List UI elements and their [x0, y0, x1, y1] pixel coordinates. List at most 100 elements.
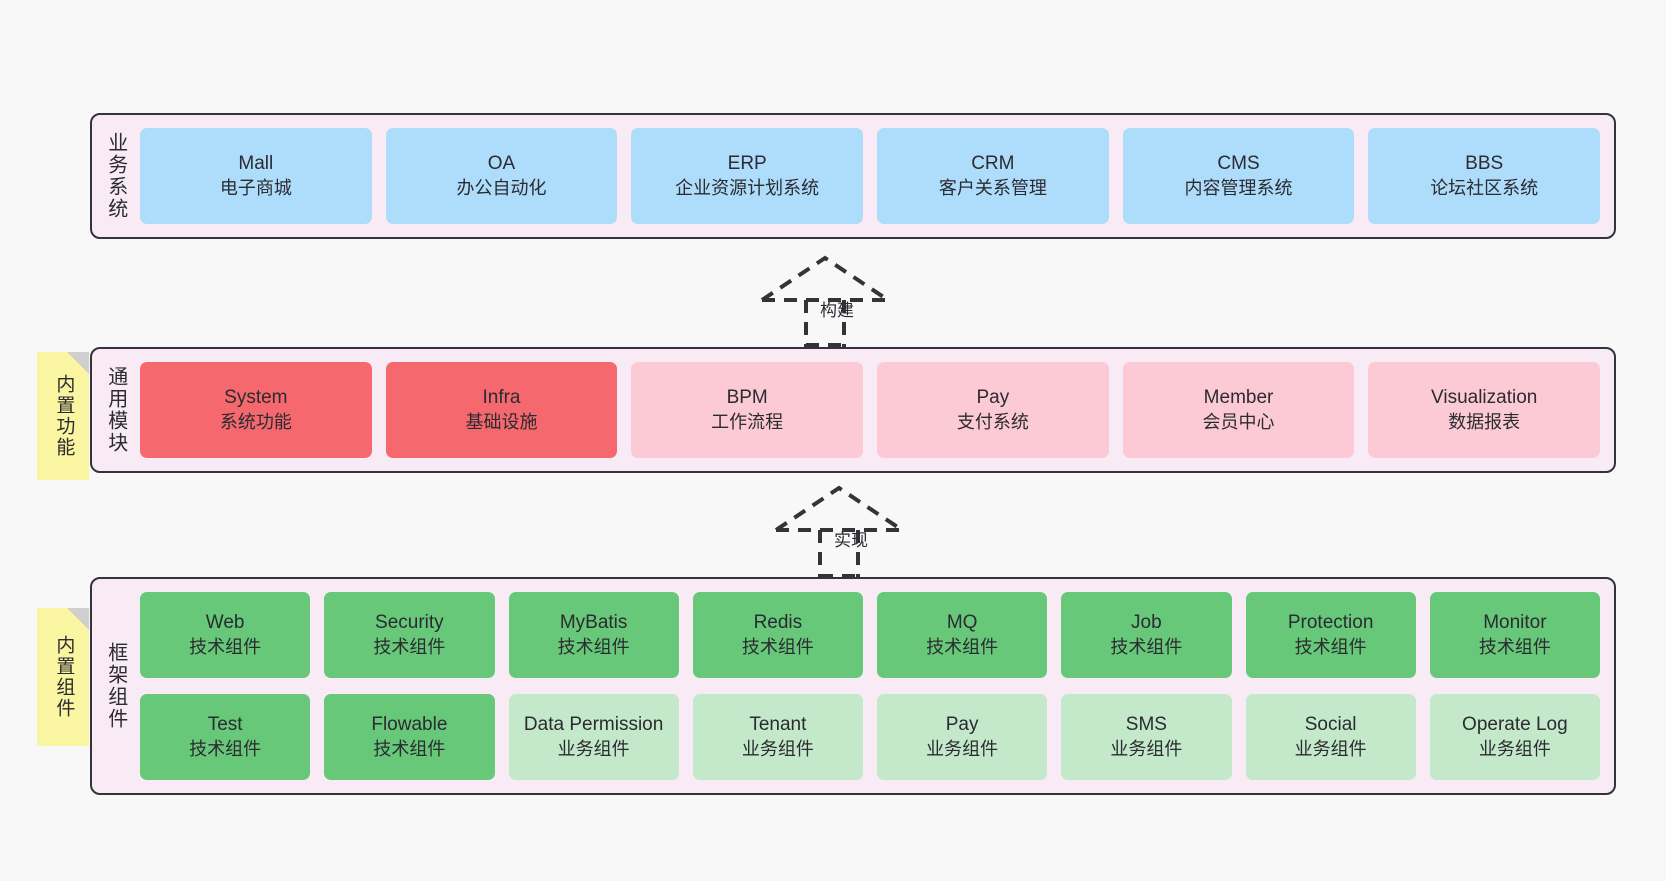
arrow-build: 构建 — [748, 252, 928, 347]
card-sms-subtitle: 业务组件 — [1110, 738, 1183, 759]
card-flowable[interactable]: Flowable 技术组件 — [324, 694, 495, 780]
card-operate-log[interactable]: Operate Log 业务组件 — [1429, 694, 1600, 780]
card-mq-title: MQ — [946, 611, 978, 633]
card-member-title: Member — [1203, 386, 1274, 408]
card-security-subtitle: 技术组件 — [373, 636, 446, 657]
card-crm[interactable]: CRM 客户关系管理 — [877, 128, 1109, 224]
layer-label-framework-components: 框架组件 — [104, 642, 127, 730]
card-infra[interactable]: Infra 基础设施 — [385, 362, 618, 458]
card-flowable-subtitle: 技术组件 — [373, 738, 446, 759]
card-visualization-subtitle: 数据报表 — [1448, 411, 1521, 432]
card-security[interactable]: Security 技术组件 — [324, 592, 495, 678]
card-redis-subtitle: 技术组件 — [741, 636, 814, 657]
card-web-title: Web — [205, 611, 245, 633]
business-systems-row: Mall 电子商城 OA 办公自动化 ERP 企业资源计划系统 CRM 客户关系… — [140, 128, 1601, 224]
card-erp-subtitle: 企业资源计划系统 — [675, 177, 820, 198]
card-social-subtitle: 业务组件 — [1294, 738, 1367, 759]
card-sms-title: SMS — [1125, 713, 1167, 735]
card-bbs[interactable]: BBS 论坛社区系统 — [1368, 128, 1601, 224]
card-test-title: Test — [207, 713, 243, 735]
card-visualization[interactable]: Visualization 数据报表 — [1368, 362, 1601, 458]
card-data-permission-subtitle: 业务组件 — [557, 738, 630, 759]
card-bpm[interactable]: BPM 工作流程 — [631, 362, 864, 458]
card-web-subtitle: 技术组件 — [189, 636, 262, 657]
card-crm-subtitle: 客户关系管理 — [938, 177, 1047, 198]
card-bbs-subtitle: 论坛社区系统 — [1430, 177, 1539, 198]
card-redis-title: Redis — [753, 611, 803, 633]
card-erp-title: ERP — [727, 152, 767, 174]
card-mall-title: Mall — [238, 152, 274, 174]
sticky-note-builtin-features: 内置功能 — [37, 352, 89, 480]
card-pay-module-subtitle: 支付系统 — [956, 411, 1029, 432]
card-oa[interactable]: OA 办公自动化 — [385, 128, 618, 224]
card-visualization-title: Visualization — [1431, 386, 1538, 408]
card-web[interactable]: Web 技术组件 — [140, 592, 311, 678]
layer-business-systems: 业务系统 Mall 电子商城 OA 办公自动化 ERP 企业资源计划系统 CRM — [90, 113, 1616, 239]
card-social-title: Social — [1304, 713, 1357, 735]
card-social[interactable]: Social 业务组件 — [1245, 694, 1416, 780]
card-oa-title: OA — [487, 152, 516, 174]
layer-common-modules: 通用模块 System 系统功能 Infra 基础设施 BPM 工作流程 Pay — [90, 347, 1616, 473]
card-infra-title: Infra — [482, 386, 521, 408]
card-job-subtitle: 技术组件 — [1110, 636, 1183, 657]
card-test-subtitle: 技术组件 — [189, 738, 262, 759]
card-redis[interactable]: Redis 技术组件 — [692, 592, 863, 678]
card-bbs-title: BBS — [1465, 152, 1504, 174]
card-system-title: System — [224, 386, 288, 408]
card-bpm-title: BPM — [726, 386, 768, 408]
framework-components-card-grid: Web 技术组件 Security 技术组件 MyBatis 技术组件 Redi… — [138, 579, 1614, 793]
business-systems-card-grid: Mall 电子商城 OA 办公自动化 ERP 企业资源计划系统 CRM 客户关系… — [138, 115, 1614, 237]
card-monitor[interactable]: Monitor 技术组件 — [1429, 592, 1600, 678]
sticky-note-builtin-components: 内置组件 — [37, 608, 89, 746]
card-erp[interactable]: ERP 企业资源计划系统 — [631, 128, 864, 224]
card-crm-title: CRM — [971, 152, 1015, 174]
card-tenant[interactable]: Tenant 业务组件 — [692, 694, 863, 780]
card-infra-subtitle: 基础设施 — [465, 411, 538, 432]
card-pay-component[interactable]: Pay 业务组件 — [877, 694, 1048, 780]
card-member[interactable]: Member 会员中心 — [1122, 362, 1355, 458]
arrow-implement-glyph — [774, 485, 904, 578]
card-cms-subtitle: 内容管理系统 — [1184, 177, 1293, 198]
card-sms[interactable]: SMS 业务组件 — [1061, 694, 1232, 780]
layer-label-business-systems: 业务系统 — [104, 132, 127, 220]
card-mybatis-subtitle: 技术组件 — [557, 636, 630, 657]
card-data-permission[interactable]: Data Permission 业务组件 — [508, 694, 679, 780]
card-operate-log-title: Operate Log — [1462, 713, 1568, 735]
card-protection-title: Protection — [1287, 611, 1374, 633]
common-modules-row: System 系统功能 Infra 基础设施 BPM 工作流程 Pay 支付系统… — [140, 362, 1601, 458]
card-flowable-title: Flowable — [371, 713, 448, 735]
card-monitor-title: Monitor — [1483, 611, 1547, 633]
card-pay-module[interactable]: Pay 支付系统 — [877, 362, 1109, 458]
card-protection[interactable]: Protection 技术组件 — [1245, 592, 1416, 678]
card-mq-subtitle: 技术组件 — [926, 636, 999, 657]
card-mall-subtitle: 电子商城 — [219, 177, 292, 198]
card-tenant-title: Tenant — [749, 713, 807, 735]
card-monitor-subtitle: 技术组件 — [1478, 636, 1551, 657]
arrow-implement: 实现 — [762, 482, 942, 580]
layer-label-common-modules: 通用模块 — [104, 366, 127, 454]
card-pay-component-title: Pay — [945, 713, 979, 735]
card-tenant-subtitle: 业务组件 — [741, 738, 814, 759]
card-pay-component-subtitle: 业务组件 — [926, 738, 999, 759]
card-mybatis-title: MyBatis — [559, 611, 628, 633]
arrow-build-glyph — [760, 255, 890, 347]
card-oa-subtitle: 办公自动化 — [456, 177, 547, 198]
card-pay-module-title: Pay — [976, 386, 1010, 408]
card-member-subtitle: 会员中心 — [1202, 411, 1275, 432]
card-mall[interactable]: Mall 电子商城 — [140, 128, 372, 224]
card-mybatis[interactable]: MyBatis 技术组件 — [508, 592, 679, 678]
card-test[interactable]: Test 技术组件 — [140, 694, 311, 780]
common-modules-card-grid: System 系统功能 Infra 基础设施 BPM 工作流程 Pay 支付系统… — [138, 349, 1614, 471]
card-operate-log-subtitle: 业务组件 — [1478, 738, 1551, 759]
card-cms-title: CMS — [1217, 152, 1260, 174]
card-mq[interactable]: MQ 技术组件 — [877, 592, 1048, 678]
card-system-subtitle: 系统功能 — [219, 411, 292, 432]
card-cms[interactable]: CMS 内容管理系统 — [1122, 128, 1355, 224]
card-protection-subtitle: 技术组件 — [1294, 636, 1367, 657]
card-security-title: Security — [375, 611, 444, 633]
card-job-title: Job — [1131, 611, 1162, 633]
card-bpm-subtitle: 工作流程 — [711, 411, 784, 432]
card-system[interactable]: System 系统功能 — [140, 362, 372, 458]
arrow-implement-label: 实现 — [834, 531, 868, 550]
card-job[interactable]: Job 技术组件 — [1061, 592, 1232, 678]
